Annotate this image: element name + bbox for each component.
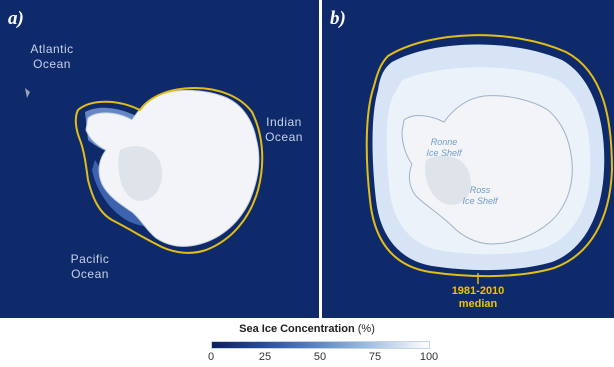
- panel-label-b: b): [330, 8, 346, 29]
- antarctica-minimum-map: [25, 86, 264, 254]
- median-label: 1981-2010 median: [438, 285, 518, 311]
- median-label-line2: median: [458, 298, 498, 310]
- median-extent-line: [74, 86, 264, 254]
- antarctica-shading: [425, 155, 471, 205]
- atlantic-ocean-label-line2: Ocean: [33, 57, 71, 71]
- median-label-line1: 1981-2010: [451, 285, 505, 297]
- ronne-ice-shelf-label-line2: Ice Shelf: [426, 148, 462, 158]
- antarctica-landmass: [401, 95, 573, 245]
- legend-tick-0: 0: [207, 351, 215, 363]
- legend-title: Sea Ice Concentration (%): [0, 323, 614, 335]
- panel-label-a: a): [8, 8, 24, 29]
- indian-ocean-label-line1: Indian: [266, 115, 302, 129]
- atlantic-ocean-label: Atlantic Ocean: [22, 42, 82, 72]
- legend-tick-100: 100: [419, 351, 439, 363]
- antarctica-maximum-map: [365, 34, 614, 284]
- legend-tick-75: 75: [368, 351, 382, 363]
- median-extent-line: [365, 34, 614, 278]
- legend-tick-50: 50: [313, 351, 327, 363]
- antarctica-landmass: [85, 89, 260, 247]
- map-panel-a: a) Atlantic Ocean Indian Ocean Pacific O…: [0, 0, 319, 318]
- legend-color-ramp: [211, 341, 430, 349]
- pacific-ocean-label: Pacific Ocean: [62, 252, 118, 282]
- ronne-ice-shelf-label-line1: Ronne: [430, 137, 458, 147]
- legend-tick-25: 25: [258, 351, 272, 363]
- legend-title-text: Sea Ice Concentration: [239, 323, 355, 335]
- pacific-ocean-label-line1: Pacific: [70, 252, 110, 266]
- ronne-ice-shelf-label: Ronne Ice Shelf: [414, 137, 474, 159]
- atlantic-ocean-label-line1: Atlantic: [30, 42, 74, 56]
- color-legend: Sea Ice Concentration (%) 0 25 50 75 100: [0, 318, 614, 367]
- pacific-ocean-label-line2: Ocean: [71, 267, 109, 281]
- legend-unit: (%): [357, 323, 375, 335]
- ross-ice-shelf-label: Ross Ice Shelf: [450, 185, 510, 207]
- south-america-tip: [25, 88, 30, 98]
- antarctica-shading: [118, 146, 163, 201]
- ross-ice-shelf-label-line1: Ross: [469, 185, 491, 195]
- ross-ice-shelf-label-line2: Ice Shelf: [462, 196, 498, 206]
- indian-ocean-label: Indian Ocean: [256, 115, 312, 145]
- map-panel-b: b) Ronne Ice Shelf Ross Ice Shelf 1981-2…: [322, 0, 614, 318]
- indian-ocean-label-line2: Ocean: [265, 130, 303, 144]
